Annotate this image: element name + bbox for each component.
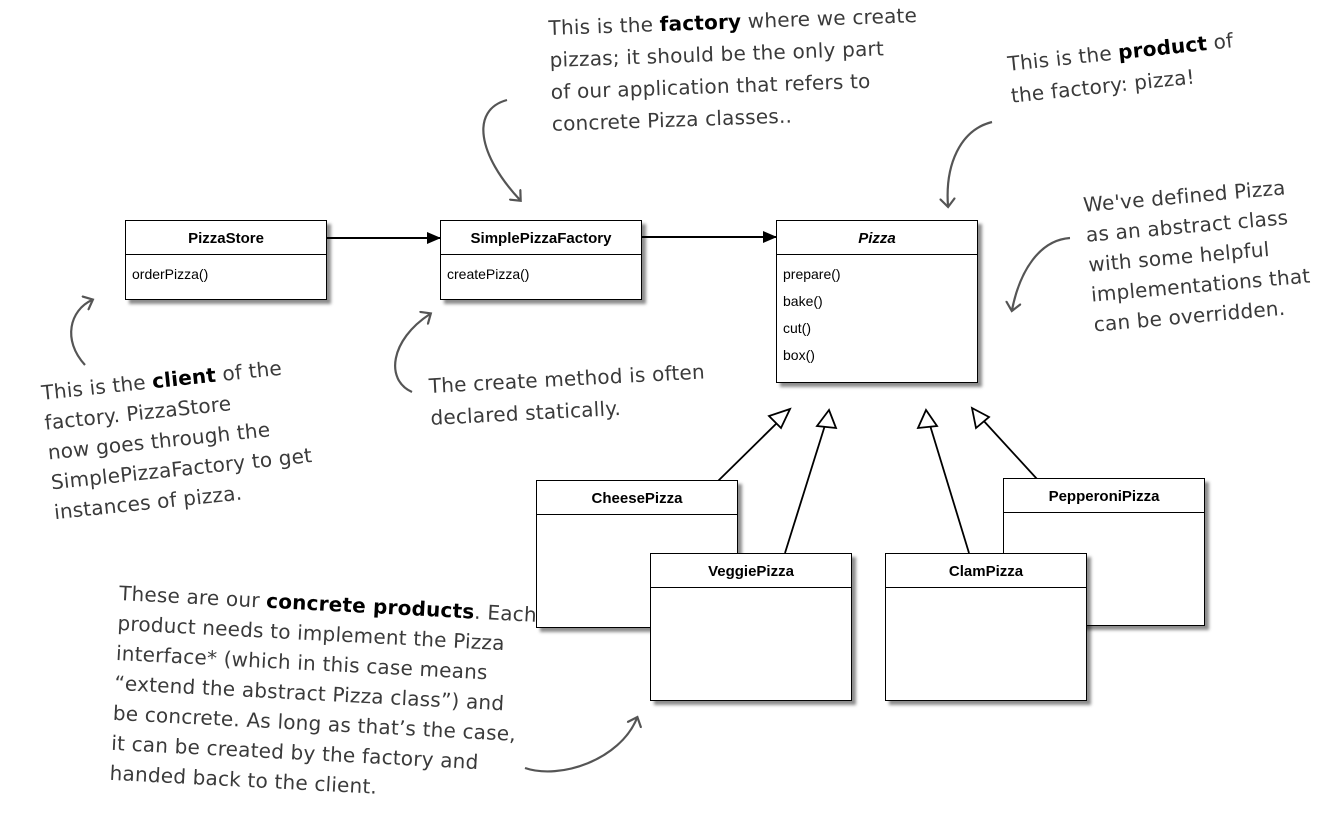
note-emphasis: factory <box>659 9 742 37</box>
method: prepare() <box>783 266 841 282</box>
note-text: . Each <box>473 599 538 627</box>
note-text: of the <box>214 355 283 387</box>
class-clampizza: ClamPizza <box>885 553 1087 701</box>
class-name: Pizza <box>777 221 977 255</box>
client-note-arrow <box>70 300 92 366</box>
factory-note: This is the factory where we create pizz… <box>548 0 921 140</box>
method: orderPizza() <box>132 266 209 282</box>
method: cut() <box>783 320 811 336</box>
method: bake() <box>783 293 823 309</box>
class-name: VeggiePizza <box>651 554 851 588</box>
concrete-note-arrow <box>524 718 637 773</box>
class-name: SimplePizzaFactory <box>441 221 641 255</box>
inheritance-cheese <box>717 407 792 482</box>
class-pizzastore: PizzaStore orderPizza() <box>125 220 327 300</box>
note-text: where we create <box>740 3 918 34</box>
note-text: of <box>1205 28 1235 55</box>
abstract-note: We've defined Pizza as an abstract class… <box>1082 171 1314 340</box>
method: box() <box>783 347 815 363</box>
product-note-arrow <box>948 120 993 206</box>
class-veggiepizza: VeggiePizza <box>650 553 852 701</box>
client-note: This is the client of the factory. Pizza… <box>40 351 317 528</box>
factory-note-arrow <box>482 98 520 200</box>
concrete-note: These are our concrete products. Each pr… <box>109 578 538 810</box>
class-name: CheesePizza <box>537 481 737 515</box>
note-emphasis: product <box>1116 31 1209 65</box>
note-text: This is the <box>548 12 661 40</box>
note-text: These are our <box>118 580 267 613</box>
class-simplepizzafactory: SimplePizzaFactory createPizza() <box>440 220 642 300</box>
class-cheesepizza: CheesePizza <box>536 480 738 628</box>
inheritance-veggie <box>784 408 838 554</box>
note-emphasis: client <box>150 362 218 394</box>
static-note-arrow <box>394 314 430 394</box>
class-name: ClamPizza <box>886 554 1086 588</box>
inheritance-clam <box>916 408 970 554</box>
abstract-note-arrow <box>1012 236 1071 310</box>
class-name: PizzaStore <box>126 221 326 255</box>
class-pizza: Pizza prepare() bake() cut() box() <box>776 220 978 383</box>
inheritance-pepperoni <box>970 406 1038 480</box>
class-name: PepperoniPizza <box>1004 479 1204 513</box>
method: createPizza() <box>447 266 530 282</box>
